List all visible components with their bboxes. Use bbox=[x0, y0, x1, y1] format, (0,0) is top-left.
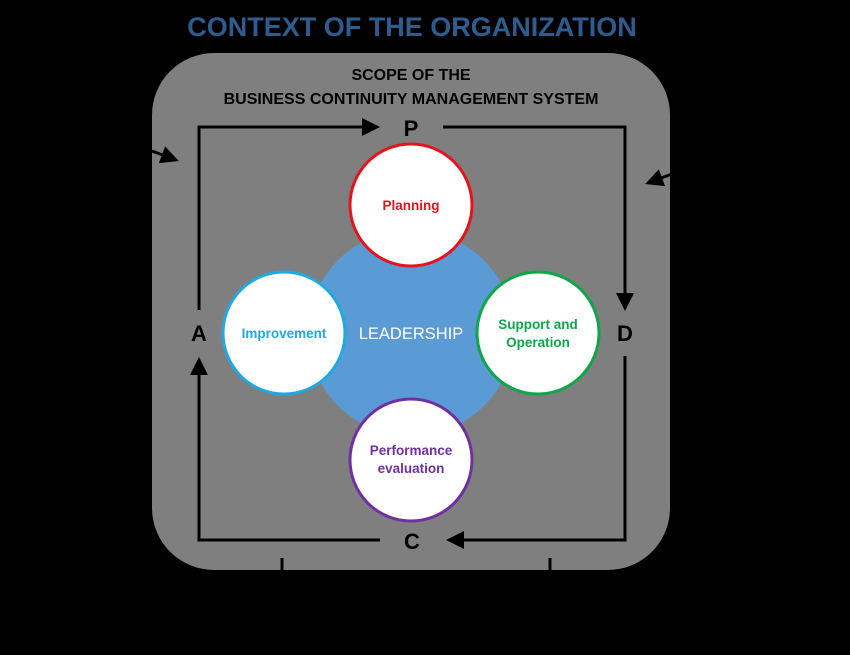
improvement-label: Improvement bbox=[242, 326, 327, 341]
performance-evaluation-circle bbox=[348, 397, 474, 523]
pdca-plan-letter: P bbox=[404, 116, 419, 141]
right-input-arrow bbox=[645, 169, 673, 187]
scope-title-line2: BUSINESS CONTINUITY MANAGEMENT SYSTEM bbox=[224, 91, 599, 108]
diagram-title: CONTEXT OF THE ORGANIZATION bbox=[187, 12, 636, 42]
pdca-act-letter: A bbox=[191, 321, 207, 346]
do-to-check-arrow bbox=[446, 356, 627, 549]
plan-to-do-arrow bbox=[443, 125, 634, 311]
check-to-act-arrow bbox=[190, 357, 380, 542]
support-operation-circle bbox=[475, 270, 601, 396]
leadership-circle bbox=[308, 230, 514, 436]
performance-evaluation-label-line2: evaluation bbox=[378, 461, 445, 476]
improvement-circle bbox=[221, 270, 347, 396]
pdca-do-letter: D bbox=[617, 321, 633, 346]
support-operation-label-line2: Operation bbox=[506, 335, 570, 350]
left-input-arrow bbox=[151, 146, 179, 164]
support-operation-label-line1: Support and bbox=[498, 317, 578, 332]
act-to-plan-arrow bbox=[197, 118, 380, 310]
planning-label: Planning bbox=[383, 198, 440, 213]
leadership-label: LEADERSHIP bbox=[359, 325, 464, 343]
pdca-check-letter: C bbox=[404, 529, 420, 554]
performance-evaluation-label-line1: Performance bbox=[370, 443, 453, 458]
planning-circle bbox=[348, 142, 474, 268]
scope-title-line1: SCOPE OF THE bbox=[351, 67, 470, 84]
